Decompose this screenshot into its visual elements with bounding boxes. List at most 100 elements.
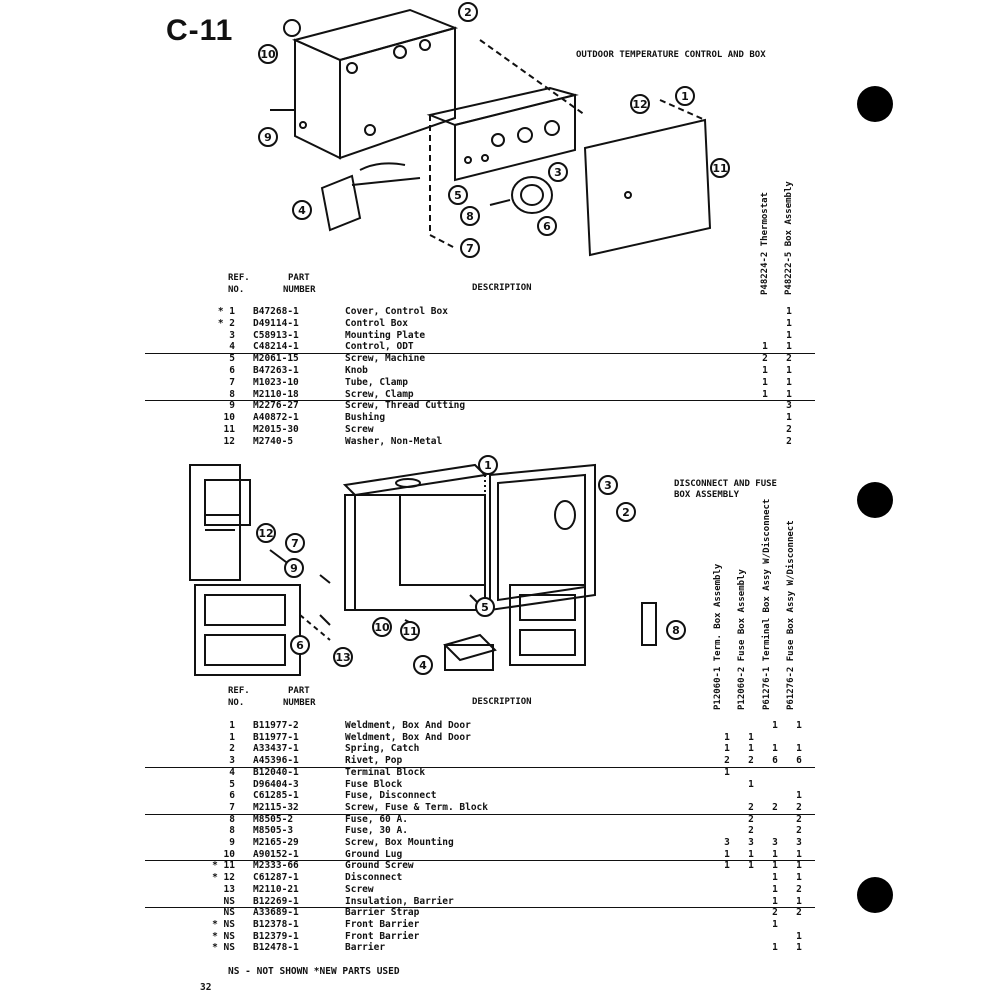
part-description: Fuse, 60 A. xyxy=(345,813,408,825)
quantity-cell: 1 xyxy=(786,388,792,400)
header-ref: NO. xyxy=(228,698,245,708)
model-column-header: P48222-5 Box Assembly xyxy=(784,181,794,295)
callout-label: 10 xyxy=(260,48,276,61)
part-number: A33689-1 xyxy=(253,907,299,919)
quantity-cell: 2 xyxy=(772,801,778,813)
quantity-cell: 1 xyxy=(724,731,730,743)
part-number: B12478-1 xyxy=(253,942,299,954)
part-number: M2333-66 xyxy=(253,860,299,872)
quantity-cell: 1 xyxy=(748,778,754,790)
quantity-cell: 1 xyxy=(796,848,802,860)
model-column-header: P61276-1 Terminal Box Assy W/Disconnect xyxy=(762,498,772,710)
page-label: C-11 xyxy=(166,14,234,47)
part-description: Terminal Block xyxy=(345,766,426,778)
ref-number: 9 xyxy=(229,837,235,848)
callout-label: 9 xyxy=(264,131,272,144)
quantity-cell: 3 xyxy=(796,837,802,848)
ref-number: 2 xyxy=(229,743,235,755)
quantity-cell: 1 xyxy=(772,848,778,860)
part-description: Screw, Box Mounting xyxy=(345,837,454,848)
quantity-cell: 2 xyxy=(786,435,792,447)
quantity-cell: 6 xyxy=(796,755,802,767)
quantity-cell: 1 xyxy=(772,743,778,755)
part-description: Front Barrier xyxy=(345,930,420,942)
table-rule xyxy=(145,766,815,768)
header-ref: REF. xyxy=(228,686,250,696)
callout-label: 7 xyxy=(466,242,474,255)
model-column-header: P12060-2 Fuse Box Assembly xyxy=(737,569,747,710)
quantity-cell: 1 xyxy=(786,412,792,424)
part-number: M2110-18 xyxy=(253,388,299,400)
callout-label: 2 xyxy=(622,506,630,519)
callout-label: 8 xyxy=(466,210,474,223)
header-ref: NO. xyxy=(228,285,245,295)
quantity-cell: 1 xyxy=(772,918,778,930)
quantity-cell: 2 xyxy=(748,813,754,825)
quantity-cell: 1 xyxy=(762,388,768,400)
table-rule xyxy=(145,353,815,355)
ref-number: 6 xyxy=(229,790,235,802)
part-description: Mounting Plate xyxy=(345,329,426,341)
ref-number: 1 xyxy=(229,731,235,743)
quantity-cell: 1 xyxy=(748,848,754,860)
ref-number: 7 xyxy=(229,376,235,388)
callout-label: 12 xyxy=(632,98,647,111)
part-description: Barrier xyxy=(345,942,386,954)
callout-label: 5 xyxy=(481,601,489,614)
part-number: D96404-3 xyxy=(253,778,299,790)
part-number: B12378-1 xyxy=(253,918,299,930)
part-description: Spring, Catch xyxy=(345,743,420,755)
quantity-cell: 2 xyxy=(796,907,802,919)
quantity-cell: 2 xyxy=(786,424,792,435)
header-part: PART xyxy=(288,686,310,696)
quantity-cell: 3 xyxy=(748,837,754,848)
part-number: M8505-2 xyxy=(253,813,294,825)
quantity-cell: 1 xyxy=(786,329,792,341)
callout-label: 11 xyxy=(712,162,727,175)
header-description: DESCRIPTION xyxy=(472,697,532,707)
quantity-cell: 1 xyxy=(748,860,754,872)
part-description: Screw, Machine xyxy=(345,353,426,365)
ref-number: 12 xyxy=(223,435,235,447)
part-description: Screw, Thread Cutting xyxy=(345,400,466,412)
section-title: DISCONNECT AND FUSE xyxy=(674,479,777,489)
part-description: Tube, Clamp xyxy=(345,376,408,388)
part-number: M2276-27 xyxy=(253,400,299,412)
quantity-cell: 1 xyxy=(786,341,792,353)
callout-label: 1 xyxy=(681,90,689,103)
quantity-cell: 1 xyxy=(724,743,730,755)
ref-number: * 12 xyxy=(212,872,235,884)
callout-label: 9 xyxy=(290,562,298,575)
quantity-cell: 1 xyxy=(796,930,802,942)
callout-label: 11 xyxy=(402,625,417,638)
part-number: A40872-1 xyxy=(253,412,299,424)
part-description: Fuse, 30 A. xyxy=(345,825,408,837)
ref-number: 8 xyxy=(229,813,235,825)
part-number: B11977-1 xyxy=(253,731,299,743)
ref-number: 7 xyxy=(229,801,235,813)
part-number: C58913-1 xyxy=(253,329,299,341)
part-number: B12379-1 xyxy=(253,930,299,942)
ref-number: * NS xyxy=(212,930,235,942)
exploded-diagram-disconnect-box: 1 2 3 4 5 6 7 8 9 10 11 12 13 xyxy=(189,455,686,676)
part-number: M2115-32 xyxy=(253,801,299,813)
quantity-cell: 2 xyxy=(796,801,802,813)
part-number: B11977-2 xyxy=(253,720,299,731)
part-number: A90152-1 xyxy=(253,848,299,860)
quantity-cell: 1 xyxy=(772,895,778,907)
quantity-cell: 1 xyxy=(772,942,778,954)
quantity-cell: 1 xyxy=(762,365,768,376)
ref-number: 11 xyxy=(223,424,235,435)
